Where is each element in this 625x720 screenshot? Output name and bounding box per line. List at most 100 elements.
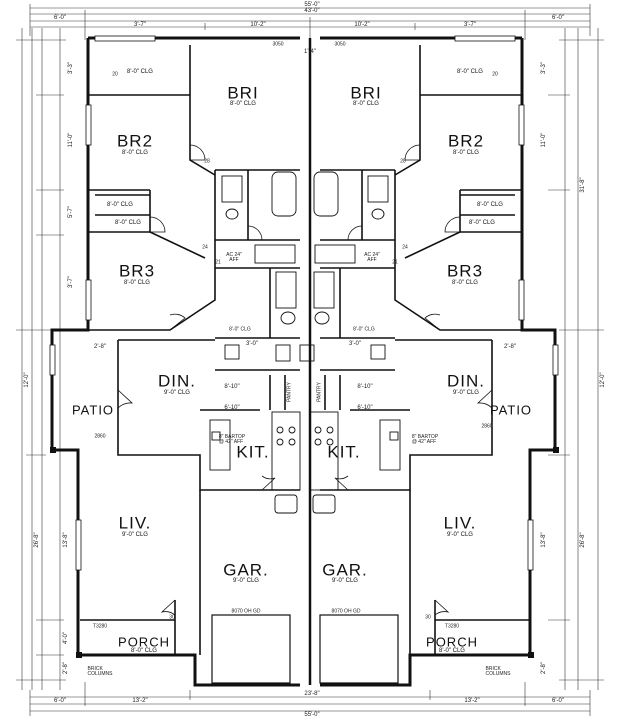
ac-right: AC 24" AFF xyxy=(364,252,380,263)
dim-bottom-inner: 23'-8" xyxy=(304,691,320,697)
closet-right-1: 8'-0" CLG xyxy=(457,69,483,75)
door-label-10: 30 xyxy=(425,614,431,621)
door-label-3: 28 xyxy=(204,158,210,165)
columns-left: BRICK COLUMNS xyxy=(87,666,113,677)
dim-interior-6: 2'-8" xyxy=(94,344,106,350)
room-right-porch: PORCH xyxy=(426,634,478,650)
dim-bottom-overall: 55'-0" xyxy=(304,712,320,718)
dim-right-5: 26'-8" xyxy=(580,532,586,548)
small-clg-left: 8'-0" CLG xyxy=(229,326,251,333)
dim-interior-2: 3'-0" xyxy=(246,341,258,347)
ceiling-left-porch: 8'-0" CLG xyxy=(131,648,157,654)
brick-columns xyxy=(50,447,559,658)
dim-left-4: 12'-0" xyxy=(24,372,30,388)
columns-right: BRICK COLUMNS xyxy=(485,666,511,677)
ceiling-left-liv: 9'-0" CLG xyxy=(122,532,148,538)
dim-right-2: 31'-8" xyxy=(580,177,586,193)
room-left-porch: PORCH xyxy=(118,634,170,650)
dim-right-3: 12'-0" xyxy=(600,372,606,388)
room-right-din: DIN. xyxy=(447,371,485,391)
dim-top-mid-left: 10'-2" xyxy=(250,22,266,28)
room-left-br3: BR3 xyxy=(118,261,156,281)
garage-door-left: 8070 OH GD xyxy=(231,608,261,615)
closet-right-3: 8'-0" CLG xyxy=(469,220,495,226)
door-label-8: 21 xyxy=(392,259,398,266)
patio-door-right: 2860 xyxy=(481,423,493,430)
room-right-liv: LIV. xyxy=(443,513,477,533)
closet-left-1: 8'-0" CLG xyxy=(127,69,153,75)
room-right-br2: BR2 xyxy=(447,131,485,151)
room-left-kit: KIT. xyxy=(236,442,270,462)
room-right-kit: KIT. xyxy=(327,442,361,462)
window-right-top: 3050 xyxy=(334,41,346,48)
ac-left: AC 24" AFF xyxy=(226,252,242,263)
dim-interior-1: 6'-10" xyxy=(224,405,240,411)
dim-left-3: 3'-7" xyxy=(68,276,74,288)
ceiling-left-gar: 9'-0" CLG xyxy=(233,578,259,584)
porch-door-left: T3280 xyxy=(92,623,108,630)
ceiling-right-porch: 8'-0" CLG xyxy=(439,648,465,654)
dim-top-right: 6'-0" xyxy=(552,15,564,21)
ceiling-left-din: 9'-0" CLG xyxy=(164,390,190,396)
dimension-lines xyxy=(16,4,604,716)
interior-walls-left xyxy=(80,45,300,655)
dim-interior-5: 3'-0" xyxy=(349,341,361,347)
dim-left-5: 13'-8" xyxy=(63,532,69,548)
ceiling-right-br1: 8'-0" CLG xyxy=(353,101,379,107)
room-left-patio: PATIO xyxy=(71,402,115,418)
closet-left-3: 8'-0" CLG xyxy=(115,220,141,226)
dim-right-0: 3'-3" xyxy=(541,62,547,74)
dim-left-7: 4'-0" xyxy=(63,632,69,644)
dim-right-6: 2'-8" xyxy=(541,662,547,674)
dim-left-6: 26'-8" xyxy=(34,532,40,548)
dim-bottom-mid-left: 13'-2" xyxy=(132,698,148,704)
door-label-5: 20 xyxy=(112,71,118,78)
dim-top-inner: 43'-0" xyxy=(304,8,320,14)
room-right-gar: GAR. xyxy=(322,560,368,580)
dim-interior-8: 1'-4" xyxy=(304,49,316,55)
door-label-1: 24 xyxy=(202,244,208,251)
door-label-2: 24 xyxy=(402,244,408,251)
dim-top-seg-left: 3'-7" xyxy=(134,22,146,28)
ceiling-right-br3: 8'-0" CLG xyxy=(452,280,478,286)
dim-top-mid-right: 10'-2" xyxy=(354,22,370,28)
room-left-br2: BR2 xyxy=(116,131,154,151)
door-label-4: 28 xyxy=(400,158,406,165)
small-clg-right: 8'-0" CLG xyxy=(353,326,375,333)
dim-top-overall: 55'-0" xyxy=(304,2,320,8)
patio-door-left: 2860 xyxy=(94,433,106,440)
window-left-top: 3050 xyxy=(272,41,284,48)
room-right-patio: PATIO xyxy=(489,402,533,418)
dim-right-4: 13'-8" xyxy=(541,532,547,548)
room-left-liv: LIV. xyxy=(118,513,152,533)
porch-door-right: T3280 xyxy=(444,623,460,630)
garage-door-right: 8070 OH GD xyxy=(331,608,361,615)
door-label-9: 30 xyxy=(169,614,175,621)
windows xyxy=(49,35,559,571)
ceiling-left-br2: 8'-0" CLG xyxy=(122,150,148,156)
dim-left-1: 11'-0" xyxy=(68,132,74,148)
pantry-right: PANTRY xyxy=(316,382,323,402)
dim-interior-4: 6'-10" xyxy=(357,405,373,411)
dim-right-1: 11'-0" xyxy=(541,132,547,148)
ceiling-right-gar: 9'-0" CLG xyxy=(332,578,358,584)
ceiling-right-liv: 9'-0" CLG xyxy=(447,532,473,538)
room-right-br1: BRI xyxy=(350,83,382,103)
bath-fixtures xyxy=(221,171,389,362)
bartop-left: 8" BARTOP @ 42" AFF xyxy=(218,434,246,445)
room-right-br3: BR3 xyxy=(446,261,484,281)
dim-interior-0: 8'-10" xyxy=(224,384,240,390)
closet-left-2: 8'-0" CLG xyxy=(107,202,133,208)
dim-interior-7: 2'-8" xyxy=(504,344,516,350)
dim-interior-3: 8'-10" xyxy=(357,384,373,390)
room-left-gar: GAR. xyxy=(223,560,269,580)
ceiling-left-br3: 8'-0" CLG xyxy=(124,280,150,286)
closet-right-2: 8'-0" CLG xyxy=(477,202,503,208)
kitchen-fixtures xyxy=(209,411,401,514)
dim-bottom-mid-right: 13'-2" xyxy=(464,698,480,704)
room-left-br1: BRI xyxy=(227,83,259,103)
dim-left-8: 2'-8" xyxy=(63,662,69,674)
garage-doors xyxy=(211,614,399,684)
door-label-6: 20 xyxy=(492,71,498,78)
